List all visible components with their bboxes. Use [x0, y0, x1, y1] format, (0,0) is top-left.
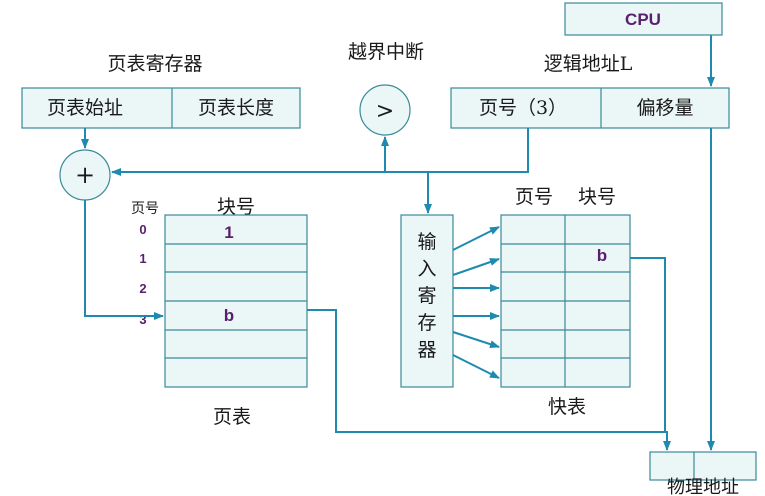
tlb-page-header: 页号: [515, 186, 553, 208]
page-table-length: 页表长度: [198, 97, 274, 119]
cpu-box: CPU: [564, 2, 723, 36]
tlb-hit-block: b: [597, 246, 607, 265]
logical-address-title: 逻辑地址L: [544, 53, 633, 75]
input-to-tlb-arrow: [452, 354, 500, 379]
physical-address-title: 物理地址: [667, 477, 739, 496]
input-to-tlb-arrow: [452, 331, 500, 349]
input-to-tlb-arrow: [452, 226, 500, 251]
adder-circle: +: [59, 149, 111, 201]
page-col-header: 页号: [131, 201, 159, 217]
page-number-label: 2: [139, 281, 146, 296]
adder-symbol: +: [75, 161, 95, 189]
input-register-char: 存: [417, 312, 436, 334]
page-table-block-value: 1: [224, 223, 233, 242]
page-table-start-address: 页表始址: [47, 97, 123, 119]
page-number-label: 3: [139, 312, 146, 327]
connectors: [81, 35, 715, 451]
adder-to-page-entry-arrow: [84, 200, 164, 320]
input-register: 输 入 寄 存 器: [400, 214, 454, 388]
page-table: 1 b: [164, 214, 308, 388]
page-table-register: 页表始址 页表长度: [21, 87, 301, 129]
input-register-char: 输: [417, 231, 436, 253]
input-register-char: 入: [417, 258, 436, 280]
tlb-to-physical-line: [630, 257, 666, 432]
compare-symbol: >: [376, 99, 394, 124]
page-table-to-physical-arrow: [307, 309, 671, 451]
logical-page-number: 页号（3）: [479, 97, 567, 119]
page-number-label: 1: [139, 251, 146, 266]
logical-address-register: 页号（3） 偏移量: [450, 87, 730, 129]
tlb-block-header: 块号: [578, 186, 616, 208]
logical-offset: 偏移量: [636, 97, 693, 119]
page-number-label: 0: [139, 222, 146, 237]
cpu-label: CPU: [625, 10, 661, 29]
input-to-tlb-arrow: [452, 258, 500, 276]
page-number-bus-line: [428, 128, 529, 173]
overflow-interrupt-label: 越界中断: [348, 41, 424, 63]
input-register-char: 器: [417, 339, 436, 361]
input-register-char: 寄: [417, 285, 436, 307]
page-table-register-title: 页表寄存器: [107, 53, 202, 75]
block-col-header: 块号: [217, 196, 255, 218]
physical-address-register: [649, 451, 757, 481]
page-table-block-value: b: [224, 306, 234, 325]
tlb-title: 快表: [548, 396, 586, 418]
compare-circle: >: [359, 84, 411, 136]
page-table-title: 页表: [213, 406, 251, 428]
tlb-table: b: [500, 214, 631, 388]
